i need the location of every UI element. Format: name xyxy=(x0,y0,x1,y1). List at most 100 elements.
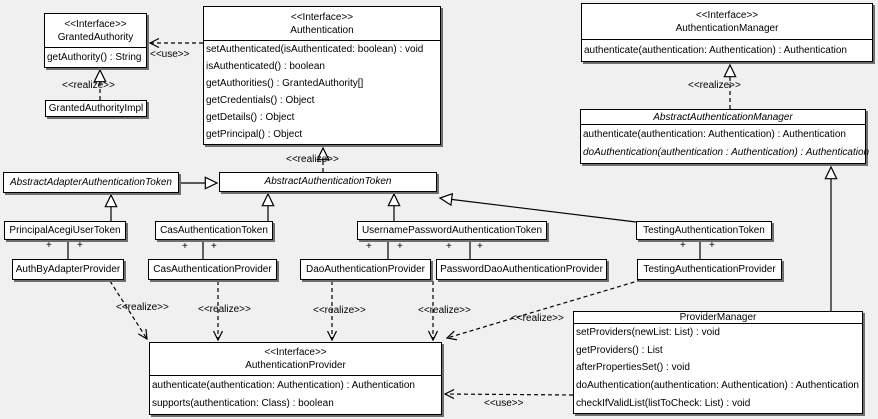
multiplicity-plus: + xyxy=(77,240,83,251)
class-title-auth-by-adapter-provider: AuthByAdapterProvider xyxy=(13,260,123,278)
method-row: checkIfValidList(listToCheck: List) : vo… xyxy=(576,397,751,409)
realize-label-4: <<realize>> xyxy=(116,302,169,313)
class-title-password-dao-authentication-provider: PasswordDaoAuthenticationProvider xyxy=(437,260,606,278)
edge-use-provider-manager xyxy=(445,394,574,395)
class-title-principal-acegi-user-token: PrincipalAcegiUserToken xyxy=(5,222,125,238)
method-row: authenticate(authentication: Authenticat… xyxy=(583,128,846,140)
class-name: PrincipalAcegiUserToken xyxy=(9,224,121,236)
multiplicity-plus: + xyxy=(680,240,686,251)
multiplicity-plus: + xyxy=(709,240,715,251)
realize-label-2: <<realize>> xyxy=(286,154,339,165)
class-title-authentication-provider: <<Interface>> AuthenticationProvider xyxy=(150,343,441,376)
class-box-abstract-authentication-manager: AbstractAuthenticationManager authenticat… xyxy=(580,109,870,164)
method-row: getPrincipal() : Object xyxy=(206,129,303,140)
class-name: GrantedAuthorityImpl xyxy=(48,102,144,114)
class-name: PasswordDaoAuthenticationProvider xyxy=(440,263,603,275)
class-box-cas-authentication-provider: CasAuthenticationProvider xyxy=(148,259,277,280)
class-title-username-password-authentication-token: UsernamePasswordAuthenticationToken xyxy=(358,222,546,238)
class-name: UsernamePasswordAuthenticationToken xyxy=(361,224,543,236)
stereotype-label: <<Interface>> xyxy=(290,11,354,23)
class-title-testing-authentication-token: TestingAuthenticationToken xyxy=(637,222,771,238)
method-row: getCredentials() : Object xyxy=(206,95,315,106)
class-title-abstract-adapter-authentication-token: AbstractAdapterAuthenticationToken xyxy=(4,173,178,191)
realize-label-8: <<realize>> xyxy=(511,313,564,324)
class-name: DaoAuthenticationProvider xyxy=(306,263,425,275)
class-title-abstract-authentication-token: AbstractAuthenticationToken xyxy=(220,173,436,190)
class-name: TestingAuthenticationToken xyxy=(643,224,765,236)
method-row: doAuthentication(authentication: Authent… xyxy=(576,380,859,392)
class-title-granted-authority-impl: GrantedAuthorityImpl xyxy=(46,101,146,115)
stereotype-label: <<Interface>> xyxy=(264,347,327,358)
class-title-cas-authentication-token: CasAuthenticationToken xyxy=(156,222,272,238)
method-row: setAuthenticated(isAuthenticated: boolea… xyxy=(206,44,424,55)
class-name: GrantedAuthority xyxy=(57,31,134,43)
class-methods-abstract-authentication-manager: authenticate(authentication: Authenticat… xyxy=(581,125,870,162)
edge-realize-testing-provider xyxy=(447,279,642,338)
class-box-abstract-authentication-token: AbstractAuthenticationToken xyxy=(219,172,437,192)
class-name: AuthByAdapterProvider xyxy=(15,263,121,275)
class-box-principal-acegi-user-token: PrincipalAcegiUserToken xyxy=(4,221,126,240)
class-box-username-password-authentication-token: UsernamePasswordAuthenticationToken xyxy=(357,221,547,240)
class-methods-authentication: setAuthenticated(isAuthenticated: boolea… xyxy=(204,41,440,143)
class-box-auth-by-adapter-provider: AuthByAdapterProvider xyxy=(12,259,124,280)
class-box-password-dao-authentication-provider: PasswordDaoAuthenticationProvider xyxy=(436,259,607,280)
use-label-2: <<use>> xyxy=(484,398,524,409)
method-row: afterPropertiesSet() : void xyxy=(576,362,690,374)
class-box-authentication-manager: <<Interface>>AuthenticationManager authen… xyxy=(581,3,873,62)
edge-gen-testing-token xyxy=(440,198,637,223)
multiplicity-plus: + xyxy=(182,241,188,252)
method-row: authenticate(authentication: Authenticat… xyxy=(152,379,415,391)
class-name: Authentication xyxy=(290,24,354,36)
stereotype-label: <<Interface>> xyxy=(64,18,127,30)
class-methods-granted-authority: getAuthority() : String xyxy=(45,48,146,66)
realize-label-3: <<realize>> xyxy=(688,80,741,91)
class-title-authentication-manager: <<Interface>>AuthenticationManager xyxy=(582,4,872,40)
class-name: AuthenticationProvider xyxy=(245,360,346,371)
realize-label-5: <<realize>> xyxy=(198,304,251,315)
realize-label-1: <<realize>> xyxy=(62,80,115,91)
method-row: getProviders() : List xyxy=(576,344,663,356)
stereotype-label: <<Interface>> xyxy=(695,9,759,21)
class-name: CasAuthenticationToken xyxy=(160,224,268,236)
method-row: getDetails() : Object xyxy=(206,112,295,123)
method-row: authenticate(authentication: Authenticat… xyxy=(584,44,847,56)
multiplicity-plus: + xyxy=(211,241,217,252)
class-methods-provider-manager: setProviders(newList: List) : void getPro… xyxy=(574,324,862,412)
method-row: isAuthenticated() : boolean xyxy=(206,61,325,72)
edge-realize-auth-by-adapter xyxy=(109,280,147,339)
class-name: TestingAuthenticationProvider xyxy=(643,263,776,275)
method-row: doAuthentication(authentication : Authen… xyxy=(583,147,870,159)
class-box-testing-authentication-provider: TestingAuthenticationProvider xyxy=(637,259,782,280)
class-name: AuthenticationManager xyxy=(675,22,779,34)
multiplicity-plus: + xyxy=(46,240,52,251)
class-box-granted-authority-impl: GrantedAuthorityImpl xyxy=(45,100,147,117)
realize-label-7: <<realize>> xyxy=(418,305,471,316)
class-name: CasAuthenticationProvider xyxy=(153,263,272,275)
method-row: setProviders(newList: List) : void xyxy=(576,327,720,339)
method-row: getAuthorities() : GrantedAuthority[] xyxy=(206,78,364,89)
class-title-provider-manager: ProviderManager xyxy=(574,312,862,324)
class-title-cas-authentication-provider: CasAuthenticationProvider xyxy=(149,260,276,278)
method-row: supports(authentication: Class) : boolea… xyxy=(152,398,334,410)
multiplicity-plus: + xyxy=(477,241,483,252)
class-name: AbstractAdapterAuthenticationToken xyxy=(10,176,172,188)
use-label-1: <<use>> xyxy=(150,49,190,60)
multiplicity-plus: + xyxy=(397,241,403,252)
multiplicity-plus: + xyxy=(366,241,372,252)
class-box-cas-authentication-token: CasAuthenticationToken xyxy=(155,221,273,240)
class-title-testing-authentication-provider: TestingAuthenticationProvider xyxy=(638,260,781,278)
class-name: ProviderManager xyxy=(679,312,757,323)
class-title-dao-authentication-provider: DaoAuthenticationProvider xyxy=(301,260,430,278)
multiplicity-plus: + xyxy=(446,241,452,252)
class-name: AbstractAuthenticationManager xyxy=(653,111,793,123)
class-title-authentication: <<Interface>>Authentication xyxy=(204,7,440,41)
class-box-authentication: <<Interface>>Authentication setAuthentica… xyxy=(203,6,441,145)
class-methods-authentication-provider: authenticate(authentication: Authenticat… xyxy=(150,376,441,413)
class-title-granted-authority: <<Interface>>GrantedAuthority xyxy=(45,14,146,48)
class-methods-authentication-manager: authenticate(authentication: Authenticat… xyxy=(582,40,872,60)
realize-label-6: <<realize>> xyxy=(313,305,366,316)
